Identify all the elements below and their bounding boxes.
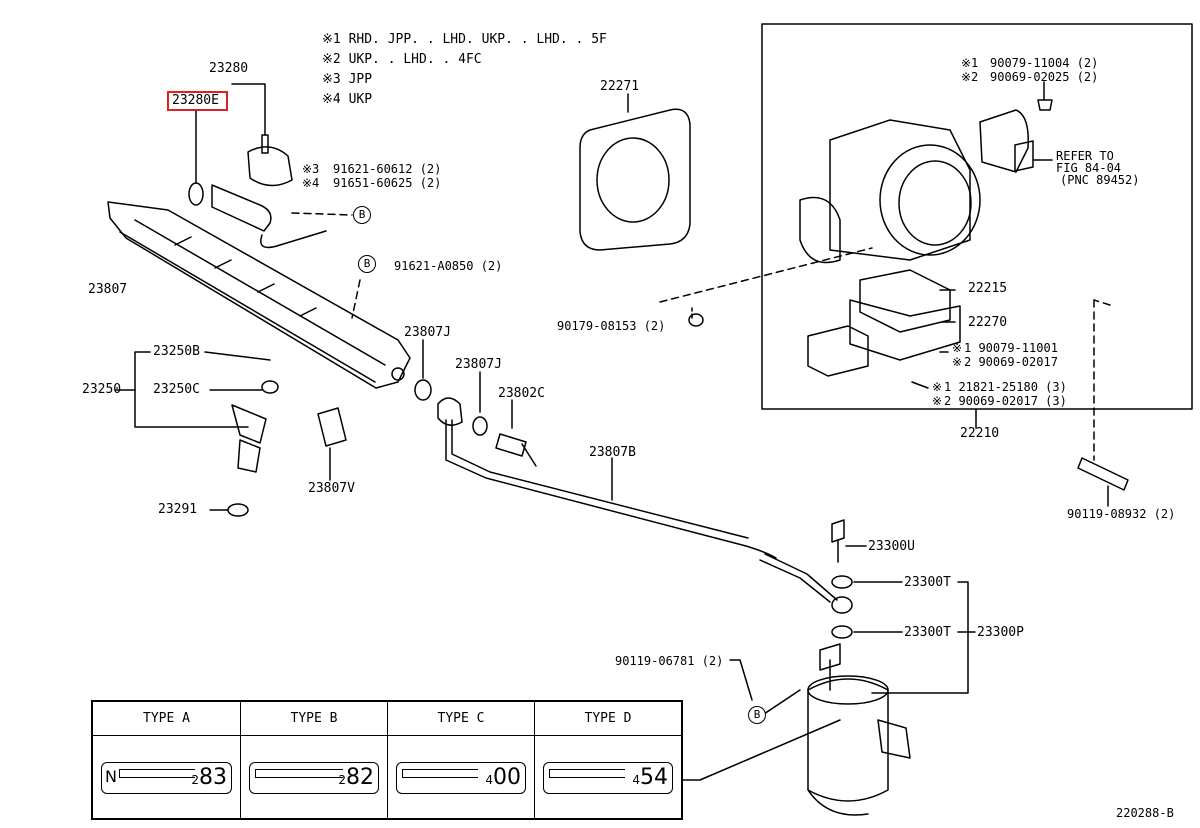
type-table: TYPE A N 283 TYPE B 282 TYPE C 400 TYPE … [91,700,683,820]
refer-line-3: (PNC 89452) [1060,173,1140,187]
type-bar [119,769,195,778]
callout-mark-2a: ※2 [961,70,979,84]
callout-mark-2b: ※ [952,355,963,369]
refer-line-1: REFER TO [1056,149,1114,163]
callout-90079a[interactable]: 90079-11004 (2) [990,56,1099,70]
type-code-value: 83 [199,765,227,790]
callout-mark-2c: ※ [932,394,943,408]
note-mark: ※3 [322,72,341,87]
type-code-value: 82 [346,765,374,790]
callout-22270[interactable]: 22270 [968,315,1008,330]
callout-mark-3: ※3 [302,162,320,176]
callout-23250[interactable]: 23250 [82,382,122,397]
callout-23300t-b[interactable]: 23300T [904,625,951,640]
note-text: RHD. JPP. . LHD. UKP. . LHD. . 5F [348,32,607,47]
callout-22215[interactable]: 22215 [968,281,1008,296]
callout-mark-1c: ※ [932,380,943,394]
callout-90119b[interactable]: 90119-06781 (2) [615,654,724,668]
callout-23300p[interactable]: 23300P [977,625,1024,640]
note-mark: ※1 [322,32,341,47]
refer-line-2[interactable]: FIG 84-04 [1056,161,1122,175]
callout-90069a[interactable]: 90069-02025 (2) [990,70,1099,84]
type-code: 400 [485,765,521,793]
type-bar [402,769,478,778]
throttle-body-frame [761,23,1193,410]
callout-91621a[interactable]: 91621-A0850 (2) [394,259,503,273]
type-cell-b: TYPE B 282 [241,702,388,818]
type-cell-a: TYPE A N 283 [93,702,241,818]
type-code: 282 [338,765,374,793]
callout-23300u[interactable]: 23300U [868,539,915,554]
callout-mark-4: ※4 [302,176,320,190]
type-code-value: 54 [640,765,668,790]
callout-23807j-a[interactable]: 23807J [404,325,451,340]
type-sign: N 283 [101,762,232,794]
callout-23807b[interactable]: 23807B [589,445,636,460]
type-sub: 4 [485,773,493,787]
type-sub: 4 [632,773,640,787]
type-code: 283 [191,765,227,793]
callout-23807[interactable]: 23807 [88,282,128,297]
diagram-id: 220288-B [1116,806,1174,820]
ref-b-circle[interactable]: B [748,706,766,724]
callout-23807v[interactable]: 23807V [308,481,355,496]
type-label: TYPE C [388,702,534,736]
note-text: UKP [348,92,373,107]
type-code: 454 [632,765,668,793]
callout-23280[interactable]: 23280 [209,61,249,76]
callout-23300t-a[interactable]: 23300T [904,575,951,590]
callout-91651[interactable]: 91651-60625 (2) [333,176,442,190]
callout-mark-1b: ※ [952,341,963,355]
type-sub: 2 [191,773,199,787]
note-4: ※4 UKP [322,90,607,110]
type-sign: 282 [249,762,379,794]
type-sign: 400 [396,762,526,794]
callout-91621[interactable]: 91621-60612 (2) [333,162,442,176]
callout-23250b[interactable]: 23250B [153,344,200,359]
note-2: ※2 UKP. . LHD. . 4FC [322,50,607,70]
callout-90069c[interactable]: 2 90069-02017 (3) [944,394,1067,408]
note-mark: ※2 [322,52,341,67]
callout-90069b[interactable]: 2 90069-02017 [964,355,1058,369]
callout-23280e-highlight[interactable]: 23280E [167,91,228,111]
type-sub: 2 [338,773,346,787]
note-text: UKP. . LHD. . 4FC [348,52,482,67]
type-bar [549,769,625,778]
callout-90179[interactable]: 90179-08153 (2) [557,319,666,333]
type-label: TYPE D [535,702,681,736]
callout-23802c[interactable]: 23802C [498,386,545,401]
type-code-value: 00 [493,765,521,790]
callout-121821[interactable]: 1 21821-25180 (3) [944,380,1067,394]
callout-23291[interactable]: 23291 [158,502,198,517]
note-text: JPP [348,72,373,87]
notes-legend: ※1 RHD. JPP. . LHD. UKP. . LHD. . 5F ※2 … [322,30,607,110]
callout-22271[interactable]: 22271 [600,79,640,94]
ref-b-circle[interactable]: B [358,255,376,273]
type-prefix: N [105,767,117,786]
callout-23250c[interactable]: 23250C [153,382,200,397]
note-3: ※3 JPP [322,70,607,90]
ref-b-circle[interactable]: B [353,206,371,224]
type-bar [255,769,343,778]
type-sign: 454 [543,762,673,794]
type-label: TYPE B [241,702,387,736]
callout-mark-1a: ※1 [961,56,979,70]
callout-90079b[interactable]: 1 90079-11001 [964,341,1058,355]
note-mark: ※4 [322,92,341,107]
note-1: ※1 RHD. JPP. . LHD. UKP. . LHD. . 5F [322,30,607,50]
type-label: TYPE A [93,702,240,736]
callout-22210[interactable]: 22210 [960,426,1000,441]
type-cell-d: TYPE D 454 [535,702,681,818]
callout-90119a[interactable]: 90119-08932 (2) [1067,507,1176,521]
callout-23807j-b[interactable]: 23807J [455,357,502,372]
type-cell-c: TYPE C 400 [388,702,535,818]
